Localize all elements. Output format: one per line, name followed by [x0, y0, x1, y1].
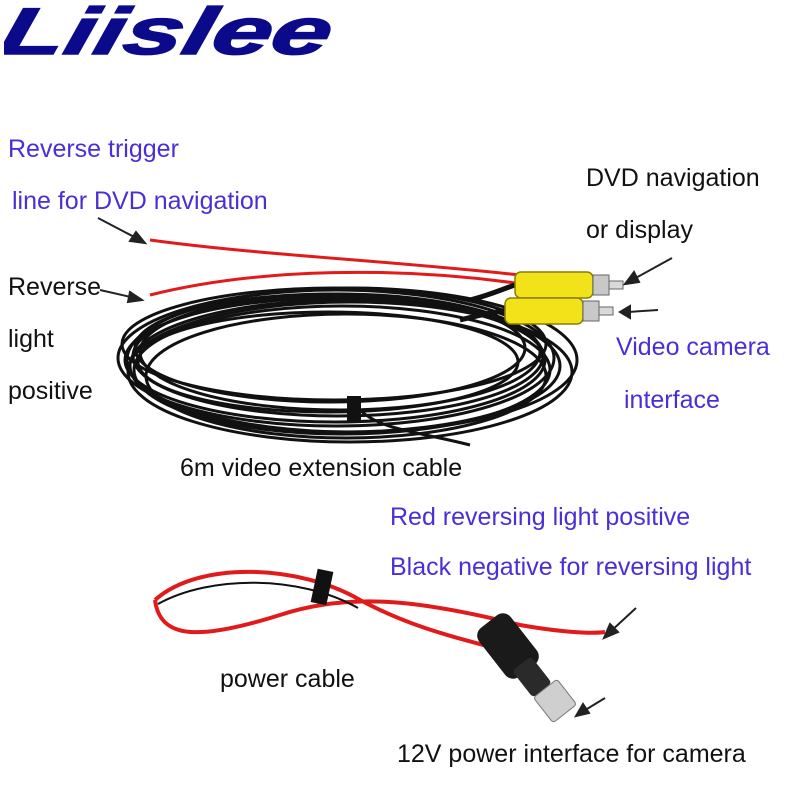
- brand-logo: Liislee: [4, 0, 342, 66]
- label-black-negative: Black negative for reversing light: [390, 553, 752, 581]
- label-extension-cable: 6m video extension cable: [180, 454, 463, 482]
- label-reverse-light-line1: Reverse: [8, 273, 102, 301]
- power-cable-tie: [310, 568, 334, 606]
- label-power-interface: 12V power interface for camera: [397, 740, 746, 768]
- label-reverse-trigger-line1: Reverse trigger: [8, 135, 179, 163]
- label-reverse-light-line3: positive: [8, 377, 93, 405]
- label-red-positive: Red reversing light positive: [390, 503, 691, 531]
- rca-plug-camera: [504, 297, 614, 325]
- svg-text:Liislee: Liislee: [4, 0, 341, 66]
- label-power-cable: power cable: [220, 665, 355, 693]
- label-dvd-navigation-line2: or display: [586, 216, 693, 244]
- label-video-camera-line2: interface: [624, 386, 720, 414]
- label-reverse-light-line2: light: [8, 325, 54, 353]
- red-trigger-wire: [149, 238, 521, 277]
- coiled-video-cable: [116, 286, 579, 447]
- cable-tie: [347, 396, 361, 422]
- label-reverse-trigger-line2: line for DVD navigation: [12, 187, 268, 215]
- label-video-camera-line1: Video camera: [616, 333, 770, 361]
- power-cable: [153, 569, 606, 652]
- label-dvd-navigation-line1: DVD navigation: [586, 164, 760, 192]
- dc-barrel-plug: [477, 613, 576, 723]
- rca-plug-dvd: [514, 271, 624, 299]
